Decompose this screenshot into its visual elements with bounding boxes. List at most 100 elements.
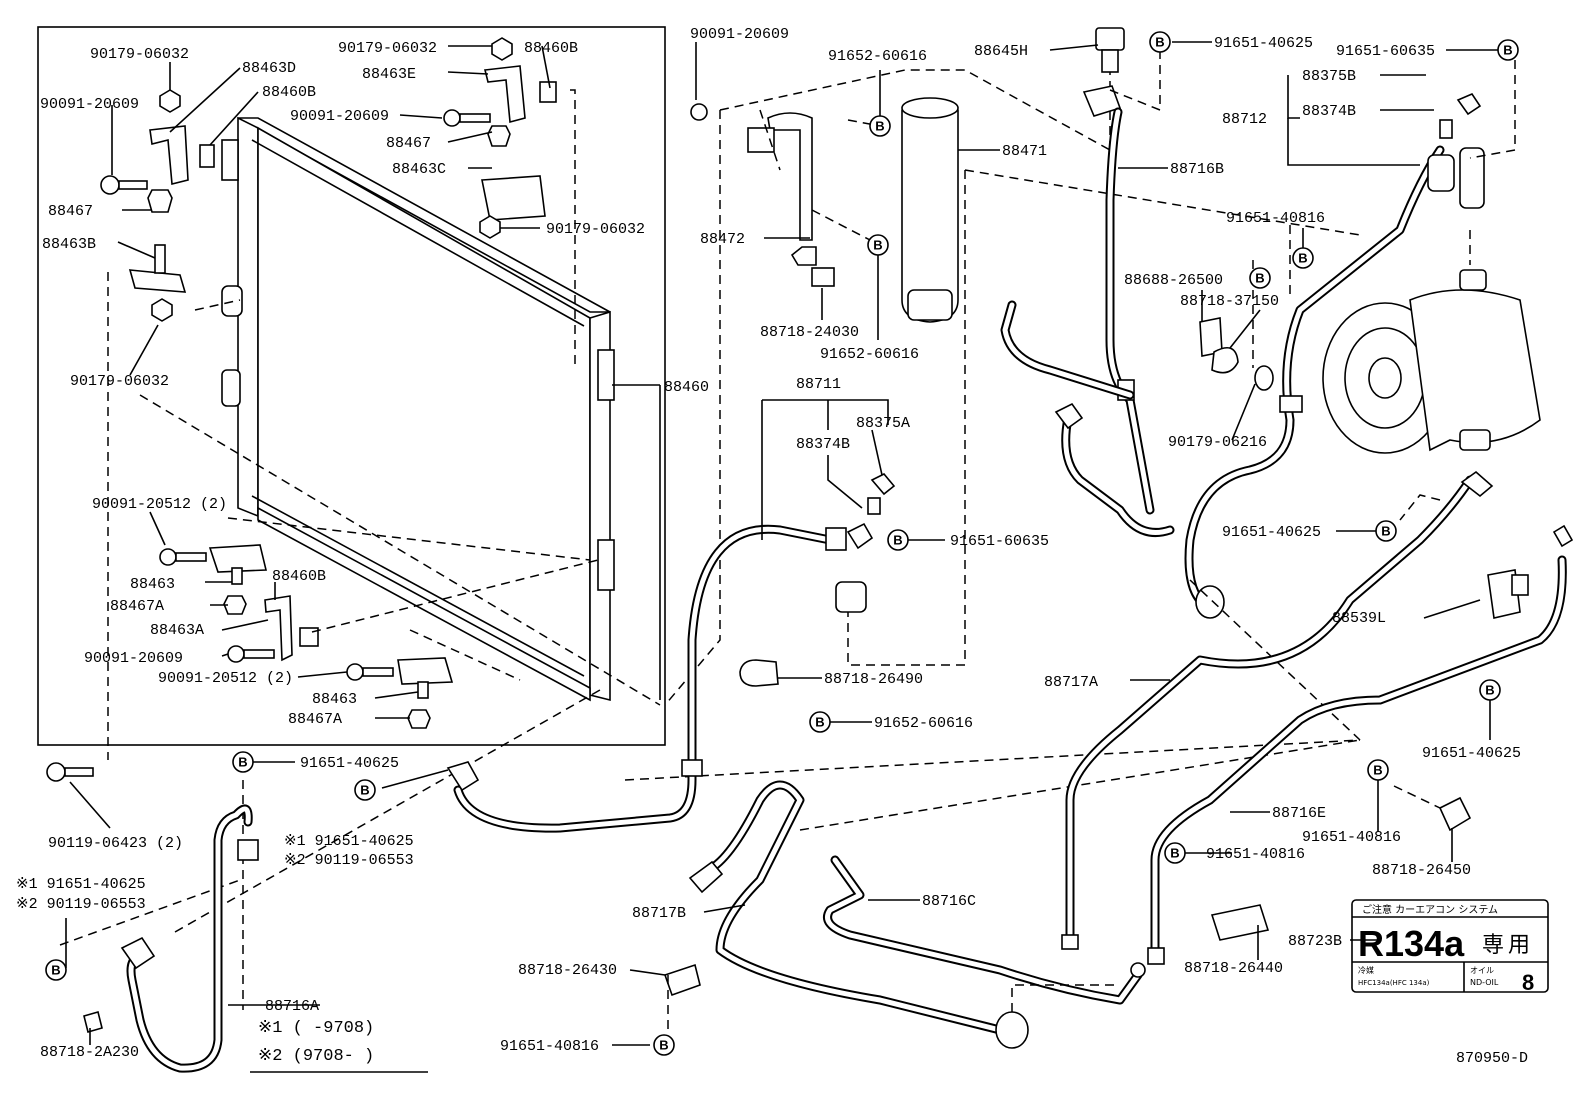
label-91651-40625: 91651-40625 — [1222, 524, 1321, 541]
label-91651-40816: 91651-40816 — [500, 1038, 599, 1055]
label-88716E: 88716E — [1272, 805, 1326, 822]
label-88718-26440: 88718-26440 — [1184, 960, 1283, 977]
clip-88718-26430 — [663, 963, 701, 997]
label-number: 8 — [1522, 970, 1534, 995]
label-88463: 88463 — [312, 691, 357, 708]
svg-text:B: B — [893, 533, 902, 548]
guide-lines-condenser — [59, 89, 661, 1010]
svg-text:B: B — [1255, 271, 1264, 286]
label-91651-40816: 91651-40816 — [1206, 846, 1305, 863]
svg-text:B: B — [238, 755, 247, 770]
bracket-88539L — [1487, 569, 1529, 619]
hose-88716B — [1105, 107, 1155, 515]
hose-88716A — [83, 804, 259, 1073]
label-88645H: 88645H — [974, 43, 1028, 60]
label-88463A: 88463A — [150, 622, 204, 639]
receiver-drier-88471 — [901, 97, 959, 323]
b-marker: B — [1375, 520, 1397, 542]
label-91652-60616: 91652-60616 — [828, 48, 927, 65]
pipe-88716E — [1147, 524, 1574, 965]
b-marker: B — [869, 115, 891, 137]
hose-88711 — [446, 473, 896, 833]
label-88688-26500: 88688-26500 — [1124, 272, 1223, 289]
leader-lines — [65, 41, 1498, 1046]
b-marker: B — [1164, 842, 1186, 864]
label-91651-40625: 91651-40625 — [1214, 35, 1313, 52]
label-88467A: 88467A — [110, 598, 164, 615]
label-90091-20609: 90091-20609 — [40, 96, 139, 113]
svg-text:B: B — [1155, 35, 1164, 50]
label-88467: 88467 — [386, 135, 431, 152]
label-90119-06423: 90119-06423 (2) — [48, 835, 183, 852]
label-88717A: 88717A — [1044, 674, 1098, 691]
pipe-upper-left — [1000, 300, 1175, 537]
guide-lines-drier — [624, 60, 1361, 781]
label-88463D: 88463D — [242, 60, 296, 77]
b-marker: B — [887, 529, 909, 551]
label-88718-2A230: 88718-2A230 — [40, 1044, 139, 1061]
hose-88712 — [1184, 93, 1485, 619]
note-line-1: ※1 91651-40625 — [16, 876, 146, 893]
label-91652-60616: 91652-60616 — [820, 346, 919, 363]
label-88460: 88460 — [664, 379, 709, 396]
clip-88718-26490 — [739, 659, 779, 687]
label-88471: 88471 — [1002, 143, 1047, 160]
svg-text:B: B — [1485, 683, 1494, 698]
svg-text:B: B — [1373, 763, 1382, 778]
label-90179-06032: 90179-06032 — [90, 46, 189, 63]
condenser-group-frame — [37, 26, 666, 746]
b-marker: B — [809, 711, 831, 733]
svg-text:B: B — [1381, 524, 1390, 539]
label-right-value: ND-OIL — [1470, 978, 1499, 987]
label-88718-37150: 88718-37150 — [1180, 293, 1279, 310]
footnote-line-1: ※1 ( -9708) — [258, 1019, 374, 1038]
label-91652-60616: 91652-60616 — [874, 715, 973, 732]
label-91651-60635: 91651-60635 — [950, 533, 1049, 550]
label-88463C: 88463C — [392, 161, 446, 178]
label-90091-20609: 90091-20609 — [690, 26, 789, 43]
b-marker: B — [1367, 759, 1389, 781]
label-88374B: 88374B — [1302, 103, 1356, 120]
label-90091-20512: 90091-20512 (2) — [92, 496, 227, 513]
label-91651-40625: 91651-40625 — [300, 755, 399, 772]
label-88717B: 88717B — [632, 905, 686, 922]
b-marker: B — [867, 234, 889, 256]
svg-text:B: B — [873, 238, 882, 253]
footnote-line-2: ※2 (9708- ) — [258, 1047, 374, 1066]
label-88716A: 88716A — [265, 998, 319, 1015]
svg-text:B: B — [659, 1038, 668, 1053]
svg-text:B: B — [1503, 43, 1512, 58]
label-88716C: 88716C — [922, 893, 976, 910]
svg-text:B: B — [1170, 846, 1179, 861]
b-marker: B — [354, 779, 376, 801]
label-left-value: HFC134a(HFC 134a) — [1358, 979, 1430, 987]
note-line-2: ※2 90119-06553 — [284, 852, 414, 869]
label-left-caption: 冷媒 — [1358, 965, 1374, 975]
guide-line — [1011, 984, 1120, 1012]
label-90091-20609: 90091-20609 — [290, 108, 389, 125]
note-line-2: ※2 90119-06553 — [16, 896, 146, 913]
label-88460B: 88460B — [524, 40, 578, 57]
label-88467A: 88467A — [288, 711, 342, 728]
guide-line — [1393, 785, 1441, 809]
note-line-1: ※1 91651-40625 — [284, 833, 414, 850]
label-90179-06032: 90179-06032 — [546, 221, 645, 238]
bracket-hardware-top — [443, 37, 557, 239]
label-90179-06032: 90179-06032 — [338, 40, 437, 57]
label-88460B: 88460B — [272, 568, 326, 585]
condenser-88460 — [221, 116, 615, 702]
label-88711: 88711 — [796, 376, 841, 393]
label-88718-26490: 88718-26490 — [824, 671, 923, 688]
label-88718-26450: 88718-26450 — [1372, 862, 1471, 879]
label-88463E: 88463E — [362, 66, 416, 83]
b-marker: B — [653, 1034, 675, 1056]
label-88718-24030: 88718-24030 — [760, 324, 859, 341]
b-marker: B — [1497, 39, 1519, 61]
label-88374B: 88374B — [796, 436, 850, 453]
label-91651-60635: 91651-60635 — [1336, 43, 1435, 60]
bracket-hardware-left — [46, 89, 454, 782]
label-88723B: 88723B — [1288, 933, 1342, 950]
pipe-88717A — [1061, 470, 1494, 950]
